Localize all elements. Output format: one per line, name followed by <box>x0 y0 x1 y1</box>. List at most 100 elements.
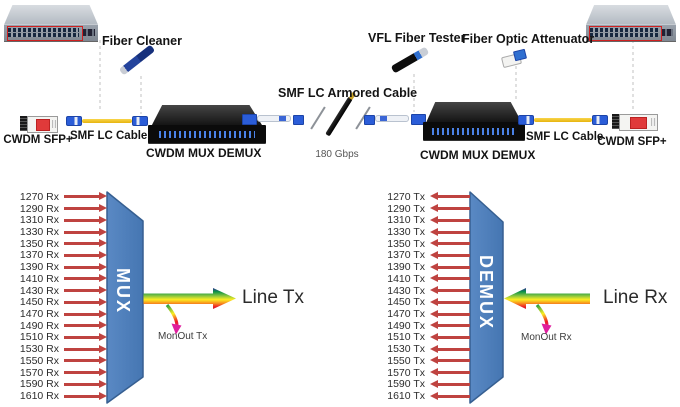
monout-tx-arrowhead-icon <box>171 323 182 335</box>
channel-wavelength-label: 1330 Rx <box>19 226 59 239</box>
monout-rx-curved-arrow <box>535 303 549 326</box>
channel-wavelength-label: 1610 Rx <box>19 390 59 403</box>
channel-arrow-left-icon <box>430 332 470 342</box>
channel-wavelength-label: 1490 Tx <box>387 319 425 332</box>
mux-channel-row: 1270 Rx <box>6 191 107 203</box>
mux-channel-row: 1430 Rx <box>6 285 107 297</box>
channel-wavelength-label: 1590 Tx <box>387 378 425 391</box>
demux-channel-row: 1550 Tx <box>370 355 470 367</box>
channel-wavelength-label: 1310 Tx <box>387 214 425 227</box>
channel-wavelength-label: 1430 Tx <box>387 284 425 297</box>
switch-ports-red-outline <box>6 26 84 41</box>
unit-lc-ports <box>432 127 516 135</box>
mux-channel-row: 1570 Rx <box>6 367 107 379</box>
lc-connector-icon <box>592 115 608 125</box>
mux-channel-row: 1550 Rx <box>6 355 107 367</box>
lc-connector-icon <box>242 114 257 125</box>
unit-top-face <box>426 102 522 123</box>
cwdm-sfp-right-label: CWDM SFP+ <box>597 136 667 148</box>
channel-wavelength-label: 1290 Tx <box>387 202 425 215</box>
switch-port-block <box>589 27 659 38</box>
demux-channel-row: 1310 Tx <box>370 214 470 226</box>
channel-arrow-right-icon <box>64 227 107 237</box>
sfp-connector-icon <box>612 114 619 129</box>
channel-arrow-left-icon <box>430 262 470 272</box>
mux-channel-row: 1530 Rx <box>6 343 107 355</box>
channel-arrow-left-icon <box>430 227 470 237</box>
demux-title: DEMUX <box>476 255 496 331</box>
mux-channel-row: 1310 Rx <box>6 214 107 226</box>
monout-tx-curved-arrow <box>165 303 179 326</box>
channel-arrow-right-icon <box>64 250 107 260</box>
channel-wavelength-label: 1370 Rx <box>19 249 59 262</box>
mux-channel-row: 1610 Rx <box>6 390 107 402</box>
channel-arrow-left-icon <box>430 368 470 377</box>
channel-wavelength-label: 1550 Tx <box>387 354 425 367</box>
fiber-optic-attenuator-label: Fiber Optic Attenuator <box>462 32 595 46</box>
smf-lc-cable-right-label: SMF LC Cable <box>526 131 604 143</box>
mux-channel-row: 1390 Rx <box>6 261 107 273</box>
smf-lc-cable-left-label: SMF LC Cable <box>70 130 148 142</box>
channel-arrow-left-icon <box>430 391 470 401</box>
demux-channel-row: 1610 Tx <box>370 390 470 402</box>
channel-wavelength-label: 1330 Tx <box>387 226 425 239</box>
channel-arrow-right-icon <box>64 356 107 365</box>
demux-channel-list: 1270 Tx 1290 Tx 1310 Tx 1330 Tx 1350 Tx … <box>370 191 470 402</box>
lc-connector-icon <box>411 114 426 125</box>
mux-channel-row: 1490 Rx <box>6 320 107 332</box>
channel-arrow-right-icon <box>64 215 107 225</box>
channel-arrow-left-icon <box>430 321 470 330</box>
demux-channel-row: 1290 Tx <box>370 203 470 215</box>
smf-lc-armored-cable-label: SMF LC Armored Cable <box>278 86 418 100</box>
channel-arrow-left-icon <box>430 250 470 260</box>
yellow-fiber-icon <box>534 118 592 122</box>
cwdm-sfp-module-left <box>20 116 58 133</box>
channel-arrow-right-icon <box>64 286 107 295</box>
line-tx-rainbow-arrow <box>143 288 236 309</box>
switch-uplink-ports <box>82 28 96 37</box>
channel-wavelength-label: 1550 Rx <box>19 354 59 367</box>
vfl-fiber-tester-label: VFL Fiber Tester <box>368 31 466 45</box>
channel-wavelength-label: 1390 Tx <box>387 261 425 274</box>
line-rx-rainbow-arrow <box>504 288 590 309</box>
channel-wavelength-label: 1590 Rx <box>19 378 59 391</box>
channel-arrow-left-icon <box>430 286 470 295</box>
lc-connector-icon <box>293 115 304 125</box>
channel-arrow-right-icon <box>64 297 107 307</box>
channel-wavelength-label: 1270 Rx <box>19 190 59 203</box>
unit-front-face <box>148 125 266 144</box>
lc-connector-icon <box>66 116 82 126</box>
patch-boot-icon <box>375 115 409 122</box>
channel-wavelength-label: 1270 Tx <box>387 190 425 203</box>
mux-channel-row: 1510 Rx <box>6 331 107 343</box>
demux-channel-row: 1410 Tx <box>370 273 470 285</box>
lc-connector-icon <box>518 115 534 125</box>
channel-arrow-left-icon <box>430 215 470 225</box>
cwdm-sfp-module-right <box>612 114 658 131</box>
demux-channel-row: 1330 Tx <box>370 226 470 238</box>
channel-wavelength-label: 1450 Rx <box>19 296 59 309</box>
switch-front-face <box>4 24 98 42</box>
sfp-red-label-icon <box>36 119 50 131</box>
channel-wavelength-label: 1490 Rx <box>19 319 59 332</box>
mux-title: MUX <box>113 268 133 314</box>
demux-channel-row: 1390 Tx <box>370 261 470 273</box>
switch-front-face <box>586 24 676 42</box>
channel-arrow-right-icon <box>64 344 107 354</box>
mux-channel-row: 1410 Rx <box>6 273 107 285</box>
line-tx-label: Line Tx <box>242 287 304 308</box>
channel-arrow-left-icon <box>430 344 470 354</box>
demux-channel-row: 1430 Tx <box>370 285 470 297</box>
channel-arrow-right-icon <box>64 368 107 377</box>
switch-port-block <box>7 27 80 38</box>
channel-arrow-right-icon <box>64 309 107 319</box>
switch-top-face <box>4 5 98 25</box>
channel-arrow-right-icon <box>64 379 107 389</box>
channel-wavelength-label: 1410 Tx <box>387 272 425 285</box>
mux-channel-row: 1370 Rx <box>6 249 107 262</box>
channel-arrow-right-icon <box>64 262 107 272</box>
channel-wavelength-label: 1450 Tx <box>387 296 425 309</box>
channel-wavelength-label: 1310 Rx <box>19 214 59 227</box>
yellow-fiber-icon <box>82 119 132 123</box>
switch-ports-red-outline <box>588 26 662 41</box>
